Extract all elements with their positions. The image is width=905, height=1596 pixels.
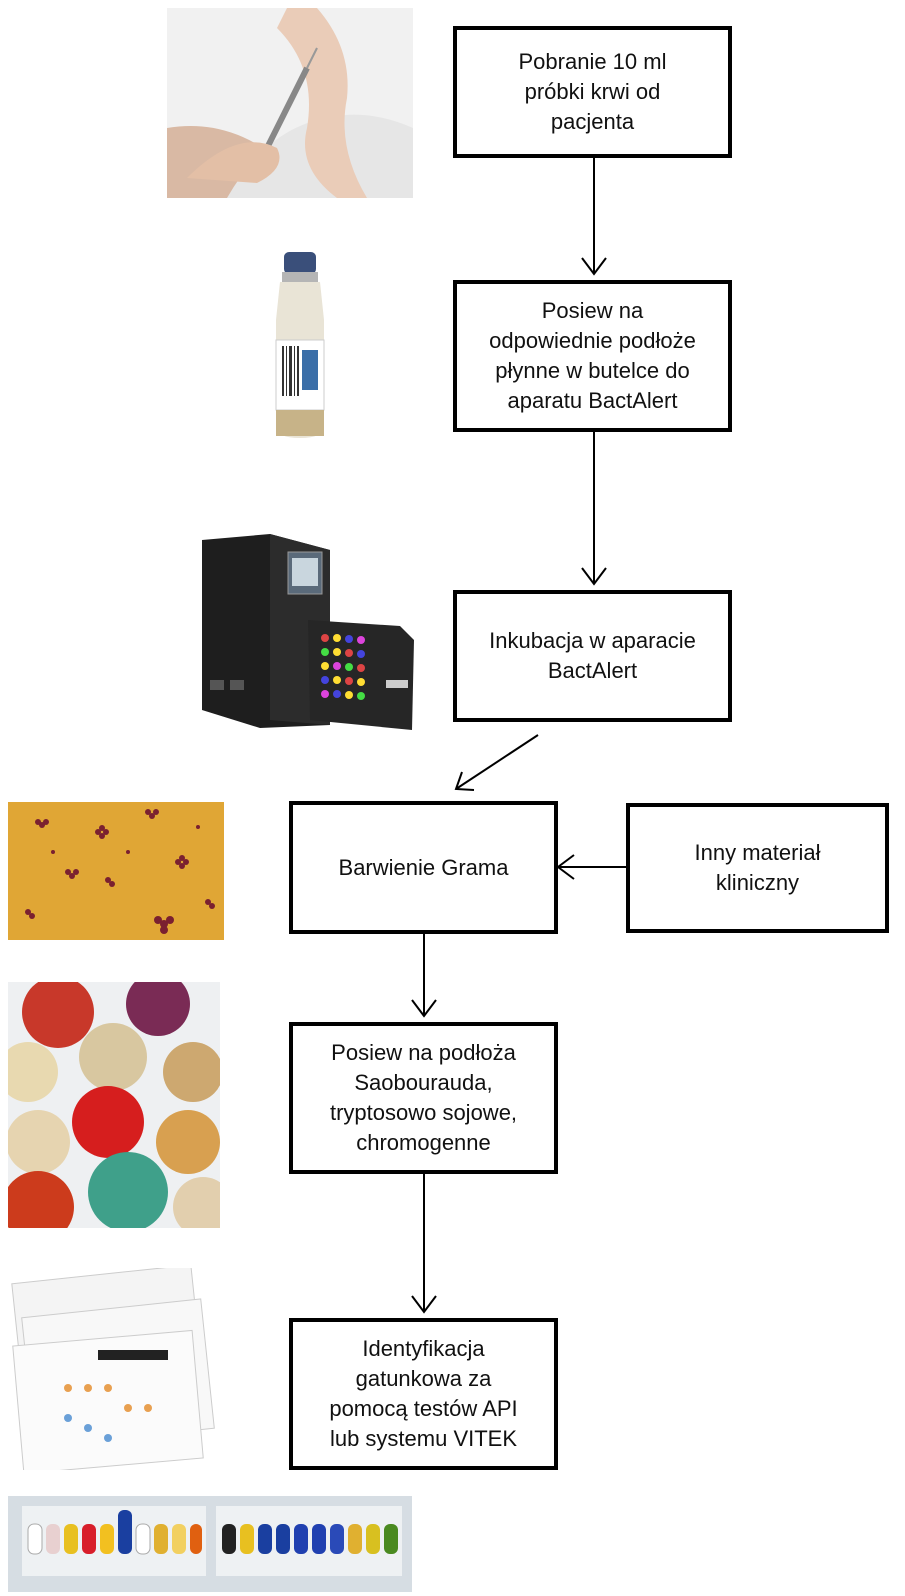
agar-plates-photo: [8, 982, 220, 1228]
bactalert-instrument-photo: [200, 530, 418, 730]
step-culture-media: Posiew na podłoża Saobourauda, tryptosow…: [289, 1022, 558, 1174]
api-strips-photo: [8, 1268, 216, 1470]
step-culture-bottle-label: Posiew na odpowiednie podłoże płynne w b…: [489, 298, 696, 413]
step-gram-stain: Barwienie Grama: [289, 801, 558, 934]
step-incubation: Inkubacja w aparacie BactAlert: [453, 590, 732, 722]
step-culture-media-label: Posiew na podłoża Saobourauda, tryptosow…: [329, 1040, 518, 1155]
other-clinical-material-label: Inny materiał kliniczny: [694, 840, 821, 895]
step-blood-draw-label: Pobranie 10 ml próbki krwi od pacjenta: [518, 49, 667, 134]
culture-bottle-photo: [270, 250, 330, 440]
arrow-3-4: [455, 734, 539, 790]
step-culture-bottle: Posiew na odpowiednie podłoże płynne w b…: [453, 280, 732, 432]
blood-draw-photo: [167, 8, 413, 198]
gram-stain-photo: [8, 802, 224, 940]
other-clinical-material: Inny materiał kliniczny: [626, 803, 889, 933]
api-tubes-photo: [8, 1496, 412, 1592]
step-identification-label: Identyfikacja gatunkowa za pomocą testów…: [329, 1336, 518, 1451]
step-identification: Identyfikacja gatunkowa za pomocą testów…: [289, 1318, 558, 1470]
step-blood-draw: Pobranie 10 ml próbki krwi od pacjenta: [453, 26, 732, 158]
step-gram-stain-label: Barwienie Grama: [338, 854, 509, 880]
step-incubation-label: Inkubacja w aparacie BactAlert: [489, 628, 696, 683]
